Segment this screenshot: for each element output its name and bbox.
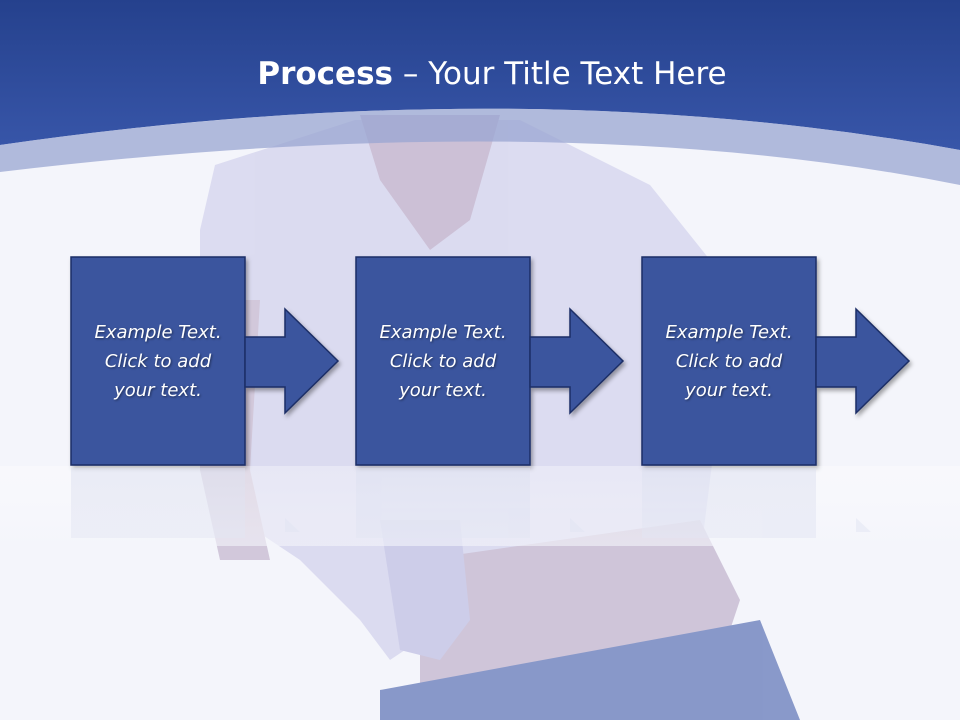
process-shapes <box>70 256 911 466</box>
title-bold-part: Process <box>257 56 393 92</box>
step-1-arrow <box>244 307 340 415</box>
header-band <box>0 0 960 150</box>
step-2-text[interactable]: Example Text. Click to add your text. <box>379 321 507 401</box>
step-2-shape <box>355 256 625 466</box>
step-3-text[interactable]: Example Text. Click to add your text. <box>665 321 793 401</box>
step-1-shape <box>70 256 340 466</box>
step-2-arrow <box>529 307 625 415</box>
title-rest-part: – Your Title Text Here <box>393 56 727 92</box>
header-swoosh <box>0 108 960 185</box>
step-3-arrow <box>815 307 911 415</box>
step-3-shape <box>641 256 911 466</box>
slide-title[interactable]: Process – Your Title Text Here <box>0 52 960 96</box>
step-1-text[interactable]: Example Text. Click to add your text. <box>94 321 222 401</box>
